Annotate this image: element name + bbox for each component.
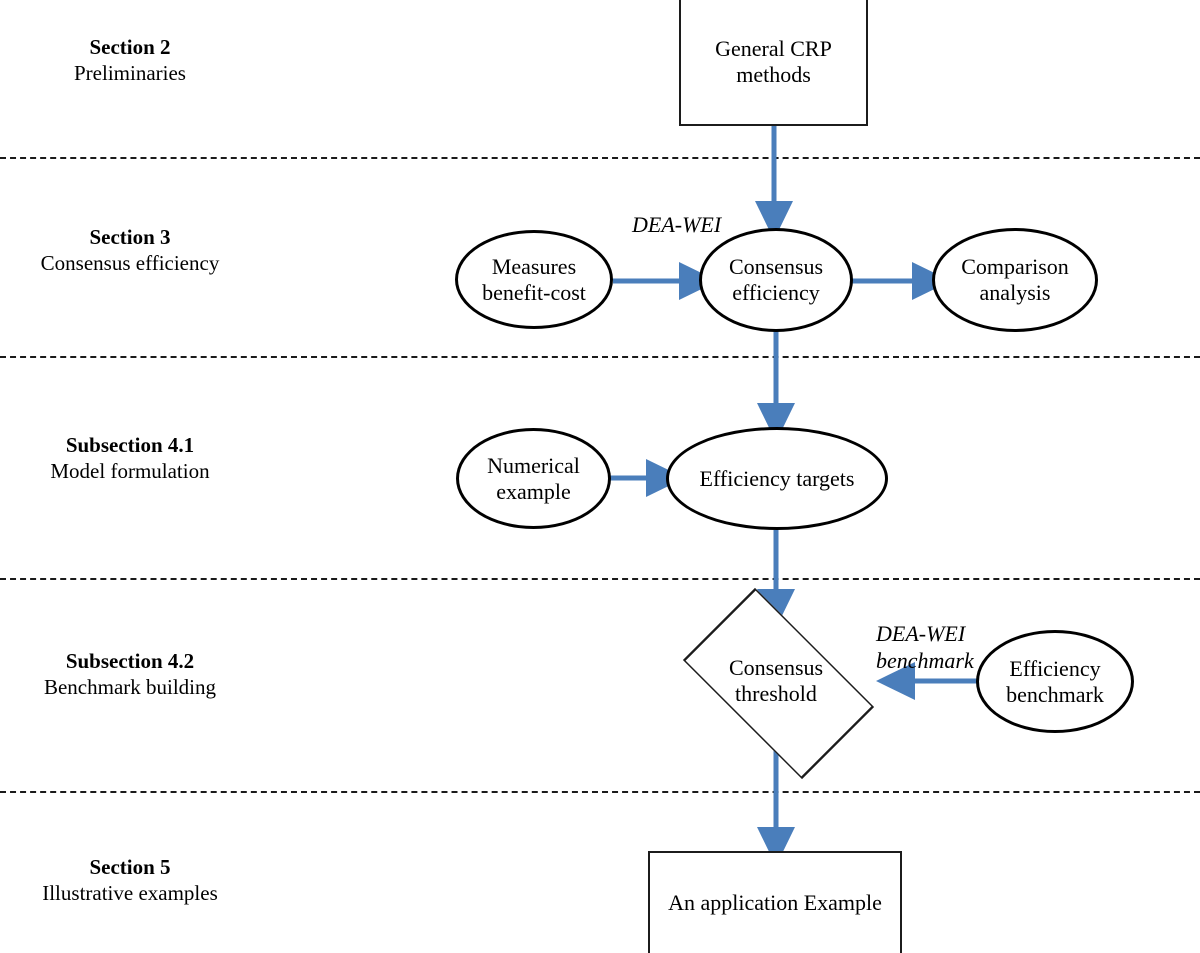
- subsection-4-2-subtitle: Benchmark building: [43, 675, 217, 700]
- section-label-4-1: Subsection 4.1 Model formulation: [0, 432, 260, 484]
- section-separator-2: [0, 356, 1200, 358]
- section-separator-4: [0, 791, 1200, 793]
- subsection-4-1-title: Subsection 4.1: [65, 433, 195, 457]
- node-consensus-threshold-label: Consensus threshold: [728, 655, 824, 706]
- node-comparison-analysis[interactable]: Comparison analysis: [932, 228, 1098, 332]
- edge-label-dea-wei-benchmark-text: DEA-WEI benchmark: [876, 621, 974, 673]
- edge-label-dea-wei-text: DEA-WEI: [632, 212, 722, 238]
- node-consensus-threshold[interactable]: Consensus threshold: [662, 587, 890, 779]
- node-consensus-efficiency[interactable]: Consensus efficiency: [699, 228, 853, 332]
- section-3-subtitle: Consensus efficiency: [40, 251, 220, 276]
- node-efficiency-targets[interactable]: Efficiency targets: [666, 427, 888, 530]
- node-consensus-threshold-label-wrap: Consensus threshold: [662, 612, 890, 750]
- node-application-example[interactable]: An application Example: [648, 851, 902, 953]
- section-5-title: Section 5: [89, 855, 171, 879]
- section-separator-3: [0, 578, 1200, 580]
- node-efficiency-targets-label: Efficiency targets: [699, 465, 855, 491]
- node-measures-benefit-cost[interactable]: Measures benefit-cost: [455, 230, 613, 329]
- node-numerical-example-label: Numerical example: [487, 452, 580, 504]
- section-label-3: Section 3 Consensus efficiency: [0, 224, 260, 276]
- section-separator-1: [0, 157, 1200, 159]
- subsection-4-2-title: Subsection 4.2: [65, 649, 195, 673]
- node-general-crp-methods[interactable]: General CRP methods: [679, 0, 868, 126]
- node-measures-benefit-cost-label: Measures benefit-cost: [482, 253, 586, 305]
- node-general-crp-methods-label: General CRP methods: [715, 36, 832, 87]
- node-efficiency-benchmark[interactable]: Efficiency benchmark: [976, 630, 1134, 733]
- edge-label-dea-wei-benchmark: DEA-WEI benchmark: [876, 595, 1076, 674]
- section-2-title: Section 2: [89, 35, 171, 59]
- node-consensus-efficiency-label: Consensus efficiency: [728, 254, 824, 305]
- section-label-2: Section 2 Preliminaries: [0, 34, 260, 86]
- node-efficiency-benchmark-label: Efficiency benchmark: [1006, 655, 1104, 707]
- edge-label-dea-wei: DEA-WEI: [632, 186, 832, 239]
- node-application-example-label: An application Example: [668, 890, 882, 916]
- section-label-5: Section 5 Illustrative examples: [0, 854, 260, 906]
- section-3-title: Section 3: [89, 225, 171, 249]
- section-5-subtitle: Illustrative examples: [42, 881, 218, 906]
- subsection-4-1-subtitle: Model formulation: [50, 459, 210, 484]
- node-numerical-example[interactable]: Numerical example: [456, 428, 611, 529]
- section-label-4-2: Subsection 4.2 Benchmark building: [0, 648, 260, 700]
- node-comparison-analysis-label: Comparison analysis: [961, 254, 1069, 305]
- section-2-subtitle: Preliminaries: [74, 61, 186, 86]
